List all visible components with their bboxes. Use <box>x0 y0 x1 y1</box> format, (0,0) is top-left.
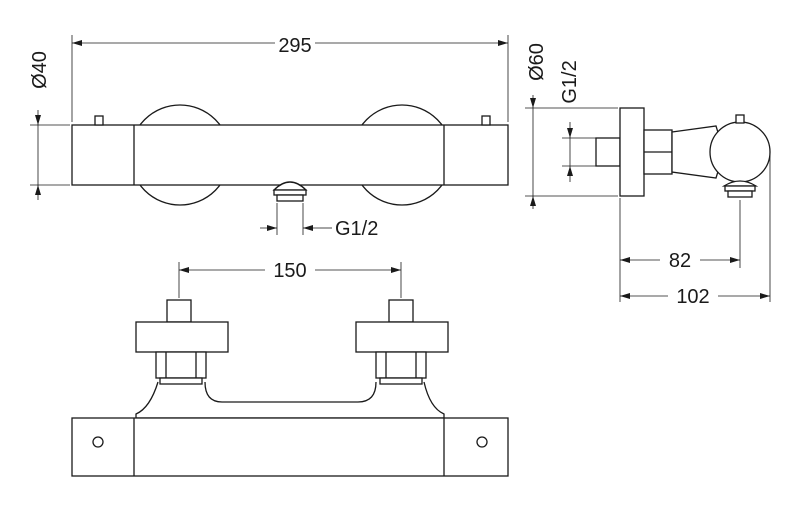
bridge <box>135 381 445 419</box>
right-nut <box>375 351 427 379</box>
side-top-pin <box>735 114 745 124</box>
dim-overall-length: 295 <box>278 35 311 57</box>
dim-rosette-diameter: Ø60 <box>526 43 548 81</box>
left-nut <box>155 351 207 379</box>
right-rosette-plate <box>355 321 449 353</box>
plan-body <box>71 417 509 477</box>
dim-inlet-spacing: 150 <box>273 260 306 282</box>
dim-body-diameter: Ø40 <box>29 51 51 89</box>
right-screw-hole <box>476 436 488 448</box>
dim-total-projection: 102 <box>676 286 709 308</box>
left-rosette-plate <box>135 321 229 353</box>
right-inlet-pipe <box>388 299 414 323</box>
left-pin <box>94 115 104 126</box>
side-view: Ø60 G1/2 82 102 <box>525 43 771 308</box>
side-rosette <box>619 107 645 197</box>
plan-view: 150 <box>71 260 509 477</box>
dim-projection-outlet: 82 <box>669 250 691 272</box>
left-inlet-pipe <box>166 299 192 323</box>
dim-outlet-thread: G1/2 <box>335 218 378 240</box>
dim-side-inlet-thread: G1/2 <box>559 60 581 103</box>
outlet-nipple <box>272 181 308 202</box>
left-screw-hole <box>92 436 104 448</box>
right-pin <box>481 115 491 126</box>
side-body <box>709 121 771 183</box>
side-inlet-pipe <box>595 137 621 167</box>
valve-body <box>71 124 509 186</box>
front-view: 295 Ø40 G1/2 <box>29 35 509 240</box>
